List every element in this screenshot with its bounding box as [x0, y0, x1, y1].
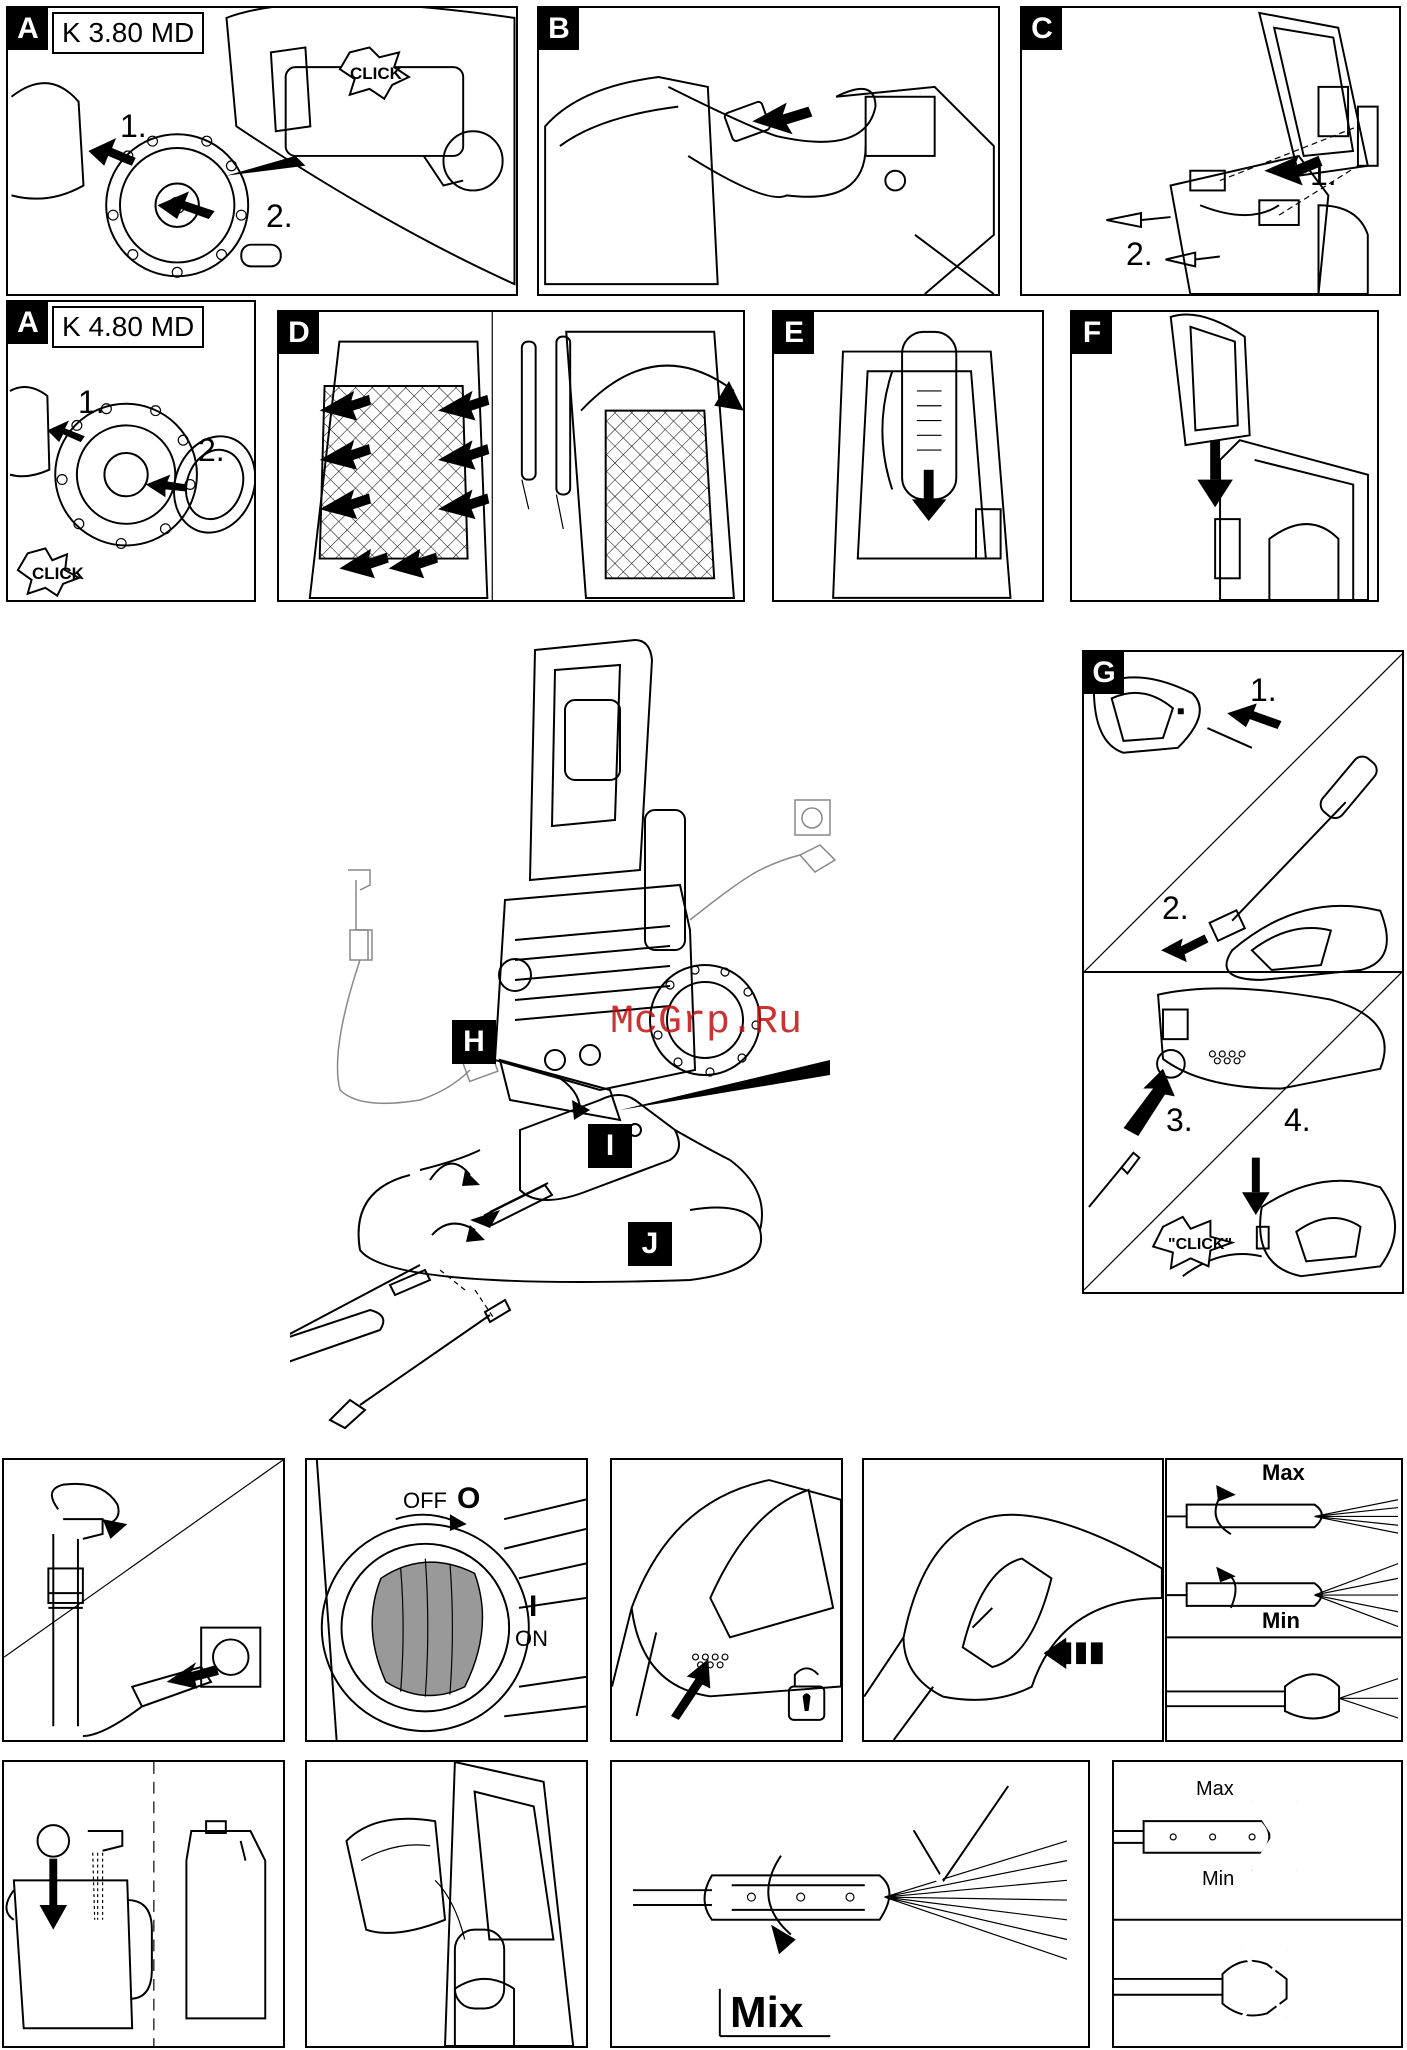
max-label: Max — [1262, 1460, 1305, 1486]
panel-tag: F — [1072, 312, 1112, 354]
panel-tag: D — [279, 312, 319, 354]
click-label: CLICK — [350, 64, 402, 84]
panel-detergent — [2, 1760, 285, 2048]
model-label: K 3.80 MD — [52, 12, 204, 54]
step-4-label: 4. — [1284, 1102, 1311, 1139]
panel-e: E — [772, 310, 1044, 602]
panel-no-adjust: Max Min — [1112, 1760, 1403, 2048]
min-label: Min — [1202, 1868, 1234, 1891]
watermark: McGrp.Ru — [610, 1000, 802, 1045]
tap-and-plug-illustration — [4, 1460, 283, 1740]
cable-hook-illustration — [1072, 312, 1377, 600]
step-2-label: 2. — [1126, 236, 1153, 273]
step-1-label: 1. — [1310, 156, 1337, 193]
detergent-prep-illustration — [4, 1762, 283, 2046]
min-label: Min — [1262, 1608, 1300, 1634]
step-i-tag: I — [588, 1124, 632, 1168]
on-label: ON — [515, 1626, 548, 1652]
panel-trigger — [862, 1458, 1164, 1742]
accessory-net-illustration — [279, 312, 743, 600]
click-label: "CLICK" — [1168, 1236, 1232, 1254]
panel-d: D — [277, 310, 745, 602]
fill-tank-illustration — [307, 1762, 586, 2046]
panel-fill-tank — [305, 1760, 588, 2048]
panel-tag: G — [1084, 652, 1124, 694]
panel-mix: Mix — [610, 1760, 1090, 2048]
step-h-tag: H — [452, 1020, 496, 1064]
panel-water-power — [2, 1458, 285, 1742]
panel-f: F — [1070, 310, 1379, 602]
panel-tag: B — [539, 8, 579, 50]
trigger-gun-illustration — [1084, 652, 1402, 1292]
trigger-unlock-illustration — [612, 1460, 841, 1740]
panel-tag: A — [8, 8, 48, 50]
step-2-label: 2. — [198, 432, 225, 469]
step-2-label: 2. — [266, 198, 293, 235]
panel-tag: A — [8, 302, 48, 344]
panel-pressure-adjust: Max Min — [1165, 1458, 1403, 1742]
mix-setting-illustration — [612, 1762, 1088, 2046]
pressure-adjust-illustration — [1167, 1460, 1401, 1740]
no-adjust-illustration — [1114, 1762, 1401, 2046]
panel-a-k380: A K 3.80 MD 1. 2. CLICK — [6, 6, 518, 296]
panel-b: B — [537, 6, 1000, 296]
step-1-label: 1. — [78, 384, 105, 421]
off-label: OFF — [403, 1488, 447, 1514]
hose-connection-illustration — [539, 8, 998, 294]
mix-label: Mix — [730, 1988, 803, 2038]
step-3-label: 3. — [1166, 1102, 1193, 1139]
panel-g: G 1. 2. 3. 4. "CLICK" — [1082, 650, 1404, 1294]
step-2-label: 2. — [1162, 890, 1189, 927]
panel-a-k480: A K 4.80 MD 1. 2. CLICK — [6, 300, 256, 602]
on-symbol: I — [529, 1590, 537, 1624]
click-label: CLICK — [32, 564, 84, 584]
panel-c: C 1. 2. — [1020, 6, 1401, 296]
panel-unlock — [610, 1458, 843, 1742]
hose-hook-illustration — [774, 312, 1042, 600]
model-label: K 4.80 MD — [52, 306, 204, 348]
step-1-label: 1. — [120, 108, 147, 145]
off-symbol: O — [457, 1482, 480, 1516]
panel-switch: OFF O I ON — [305, 1458, 588, 1742]
holder-mount-illustration — [1022, 8, 1399, 294]
panel-tag: C — [1022, 8, 1062, 50]
step-1-label: 1. — [1250, 672, 1277, 709]
pull-trigger-illustration — [864, 1460, 1162, 1740]
step-j-tag: J — [628, 1222, 672, 1266]
max-label: Max — [1196, 1778, 1234, 1801]
panel-tag: E — [774, 312, 814, 354]
